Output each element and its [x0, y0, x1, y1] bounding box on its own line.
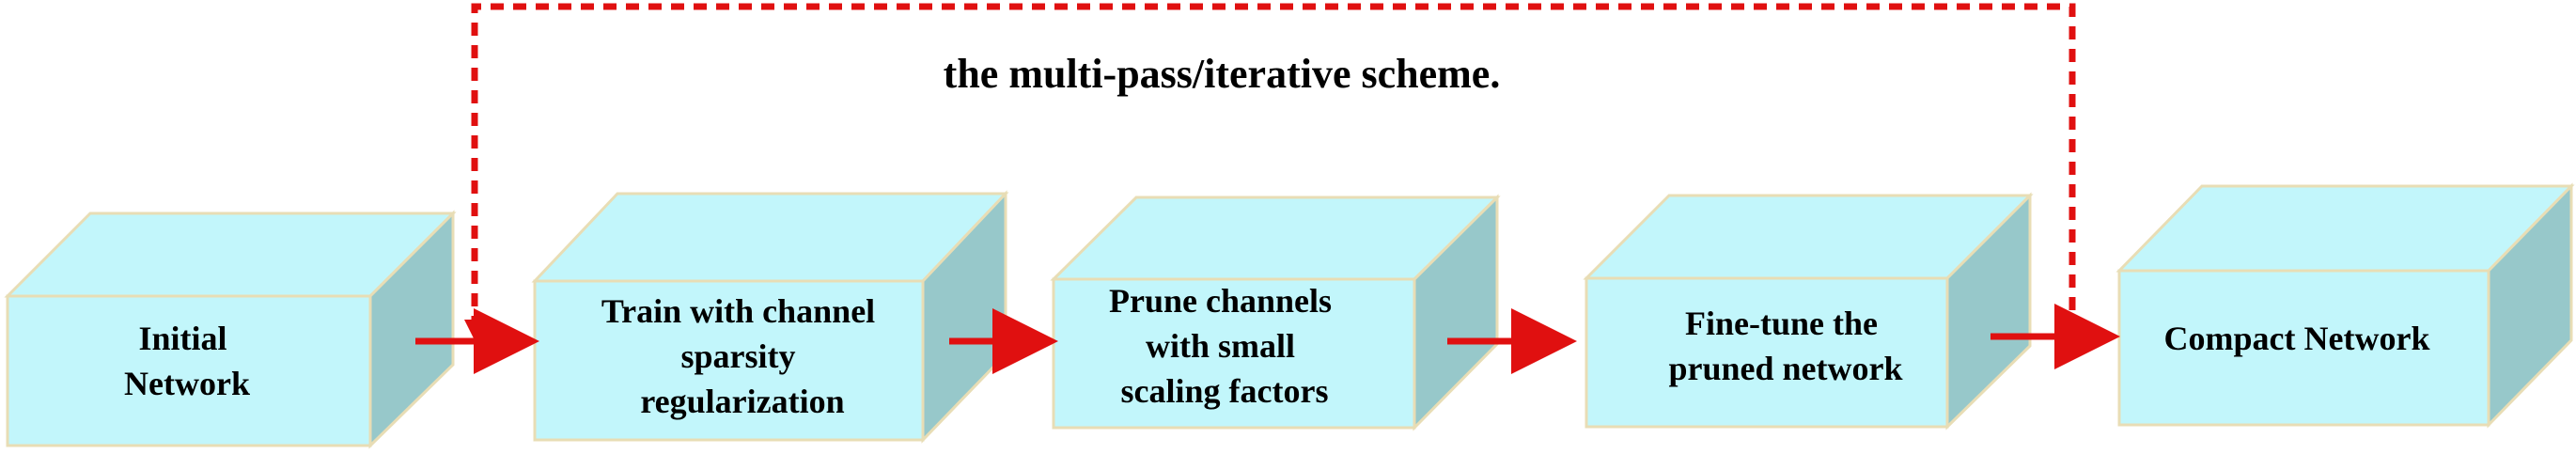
box-label: Compact Network [2164, 320, 2430, 357]
box-train-sparsity: Train with channel sparsity regularizati… [531, 190, 1009, 444]
box-label: Fine-tune the pruned network [1668, 305, 1902, 387]
box-label: Train with channel sparsity regularizati… [601, 292, 883, 420]
box-front-face [1052, 277, 1416, 430]
iterative-loop-line [471, 3, 2076, 329]
box-front-face [6, 294, 372, 447]
box-label: Prune channels with small scaling factor… [1109, 282, 1340, 410]
box-front-face [1585, 276, 1949, 429]
loop-arrowhead-left [464, 320, 485, 340]
box-prune-channels: Prune channels with small scaling factor… [1050, 194, 1501, 431]
box-front-face [2117, 269, 2490, 427]
box-fine-tune: Fine-tune the pruned network [1583, 192, 2034, 431]
box-initial-network: Initial Network [4, 210, 457, 449]
box-compact-network: Compact Network [2115, 182, 2575, 429]
box-label: Initial Network [124, 320, 250, 402]
scheme-title: the multi-pass/iterative scheme. [944, 51, 1501, 97]
